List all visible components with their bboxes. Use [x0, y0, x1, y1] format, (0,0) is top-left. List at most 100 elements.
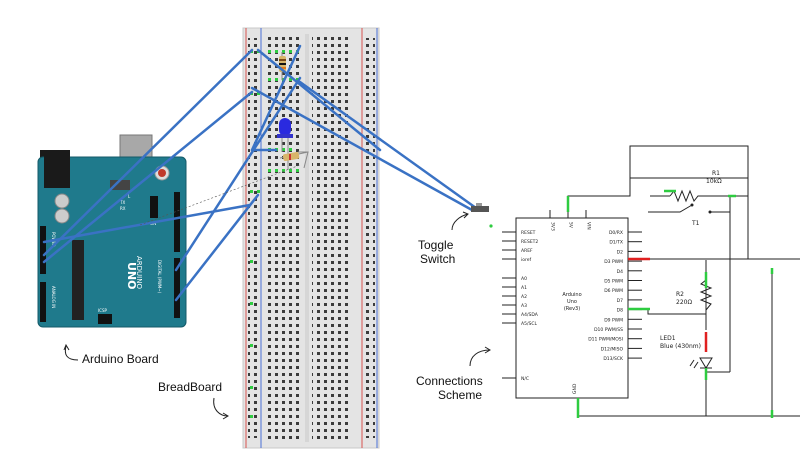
right-pin-label: D12/MISO	[601, 346, 624, 352]
r2-symbol	[699, 279, 713, 311]
digital-header-high	[174, 192, 180, 252]
top-pin-label: 5V	[568, 222, 574, 229]
left-pin-label: A0	[521, 276, 527, 282]
schematic-wires	[567, 145, 800, 417]
center-channel	[305, 34, 309, 442]
wire-switch-a	[250, 86, 474, 212]
switch-name: T1	[691, 220, 700, 227]
wire-rail-link	[256, 48, 382, 152]
left-pin-label: A2	[521, 294, 527, 300]
analog-label: ANALOG IN	[51, 286, 56, 308]
usb-chip	[110, 180, 130, 190]
bottom-pin-label: GND	[572, 383, 578, 394]
wire-5v	[42, 48, 254, 257]
top-pin-label: 3V3	[550, 222, 556, 231]
right-pin-label: D2	[617, 249, 623, 255]
led-symbol	[689, 357, 713, 369]
right-pin-label: D5 PWM	[604, 279, 623, 285]
right-pin-label: D6 PWM	[604, 288, 623, 294]
wire-switch-b	[298, 80, 478, 210]
wire-top-resistor	[250, 44, 302, 152]
board-model: UNO	[125, 262, 138, 290]
arrow-switch	[451, 213, 469, 231]
left-pin-label: A3	[521, 303, 527, 309]
label-toggle: Toggle	[418, 238, 454, 252]
led-blue	[277, 118, 293, 170]
chip-title-3: (Rev3)	[564, 306, 580, 312]
breadboard	[242, 27, 380, 449]
label-scheme: Scheme	[438, 388, 483, 402]
wires	[42, 44, 478, 302]
label-connections: Connections	[416, 374, 483, 388]
left-pin-label: N/C	[521, 376, 529, 382]
terminal-strip-left	[266, 34, 302, 442]
left-pin-label: A4/SDA	[521, 312, 539, 318]
resistor-220	[279, 151, 309, 169]
label-switch: Switch	[420, 252, 456, 266]
arduino-board: ARDUINO UNO DIGITAL (PWM~) ANALOG IN POW…	[37, 134, 187, 328]
toggle-switch	[471, 203, 493, 228]
left-pin-label: A5/SCL	[521, 321, 537, 327]
digital-header-low	[174, 258, 180, 318]
r1-value: 10kΩ	[706, 178, 722, 185]
l-label: L	[128, 194, 131, 199]
digital-label: DIGITAL (PWM~)	[157, 260, 162, 294]
reset-button	[158, 169, 166, 177]
wire-gnd2	[42, 203, 252, 244]
analog-header	[40, 282, 46, 322]
power-jack-body	[44, 152, 70, 188]
r1-symbol	[669, 189, 720, 203]
icsp-header	[98, 314, 112, 324]
led-name: LED1	[660, 335, 676, 342]
power-header	[40, 226, 46, 274]
right-pin-label: D13/SCK	[603, 356, 624, 362]
right-pin-label: D7	[617, 298, 623, 304]
callout-arrows	[63, 211, 491, 420]
right-pin-label: D0/RX	[609, 230, 623, 236]
left-pin-label: RESET	[521, 230, 536, 236]
arrow-arduino	[64, 345, 79, 361]
connection-marks	[566, 189, 774, 418]
wire-d5	[174, 76, 302, 272]
left-rail-holes	[248, 38, 260, 438]
r1-name: R1	[712, 170, 720, 177]
right-pin-label: D10 PWM/SS	[594, 327, 623, 333]
right-pin-label: D9 PWM	[604, 317, 623, 323]
left-pin-label: ioref	[521, 257, 532, 263]
switch-symbol	[690, 203, 712, 214]
rx-label: RX	[120, 206, 126, 211]
arrow-scheme	[469, 349, 491, 367]
right-pin-label: D8	[617, 308, 623, 314]
icsp-label: ICSP	[98, 308, 108, 313]
label-arduino-board: Arduino Board	[82, 352, 159, 366]
left-pin-label: AREF	[521, 248, 533, 254]
arrow-breadboard	[213, 397, 229, 417]
atmega-chip	[72, 240, 84, 320]
wire-d3	[174, 193, 260, 302]
r2-value: 220Ω	[676, 299, 692, 306]
top-pin-label: VIN	[586, 222, 592, 230]
label-breadboard: BreadBoard	[158, 380, 223, 394]
right-rail-holes	[363, 38, 375, 438]
right-pin-label: D11 PWM/MOSI	[588, 337, 623, 343]
ratsnest-line	[139, 164, 301, 226]
tx-label: TX	[119, 200, 125, 205]
board-brand: ARDUINO	[135, 256, 143, 289]
left-pin-label: A1	[521, 285, 527, 291]
left-pin-label: RESET2	[521, 239, 538, 245]
chip-title-2: Uno	[567, 299, 577, 305]
wire-gnd	[42, 90, 254, 264]
right-pin-label: D1/TX	[609, 240, 623, 246]
terminal-strip-right	[312, 34, 350, 442]
capacitor	[54, 193, 70, 209]
capacitor	[54, 208, 70, 224]
led-value: Blue (430nm)	[660, 343, 701, 350]
r2-name: R2	[676, 291, 684, 298]
chip-title-1: Arduino	[562, 292, 581, 298]
right-pin-label: D4	[617, 269, 623, 275]
right-pin-label: D3 PWM	[604, 259, 623, 265]
chip-outline	[515, 217, 629, 399]
